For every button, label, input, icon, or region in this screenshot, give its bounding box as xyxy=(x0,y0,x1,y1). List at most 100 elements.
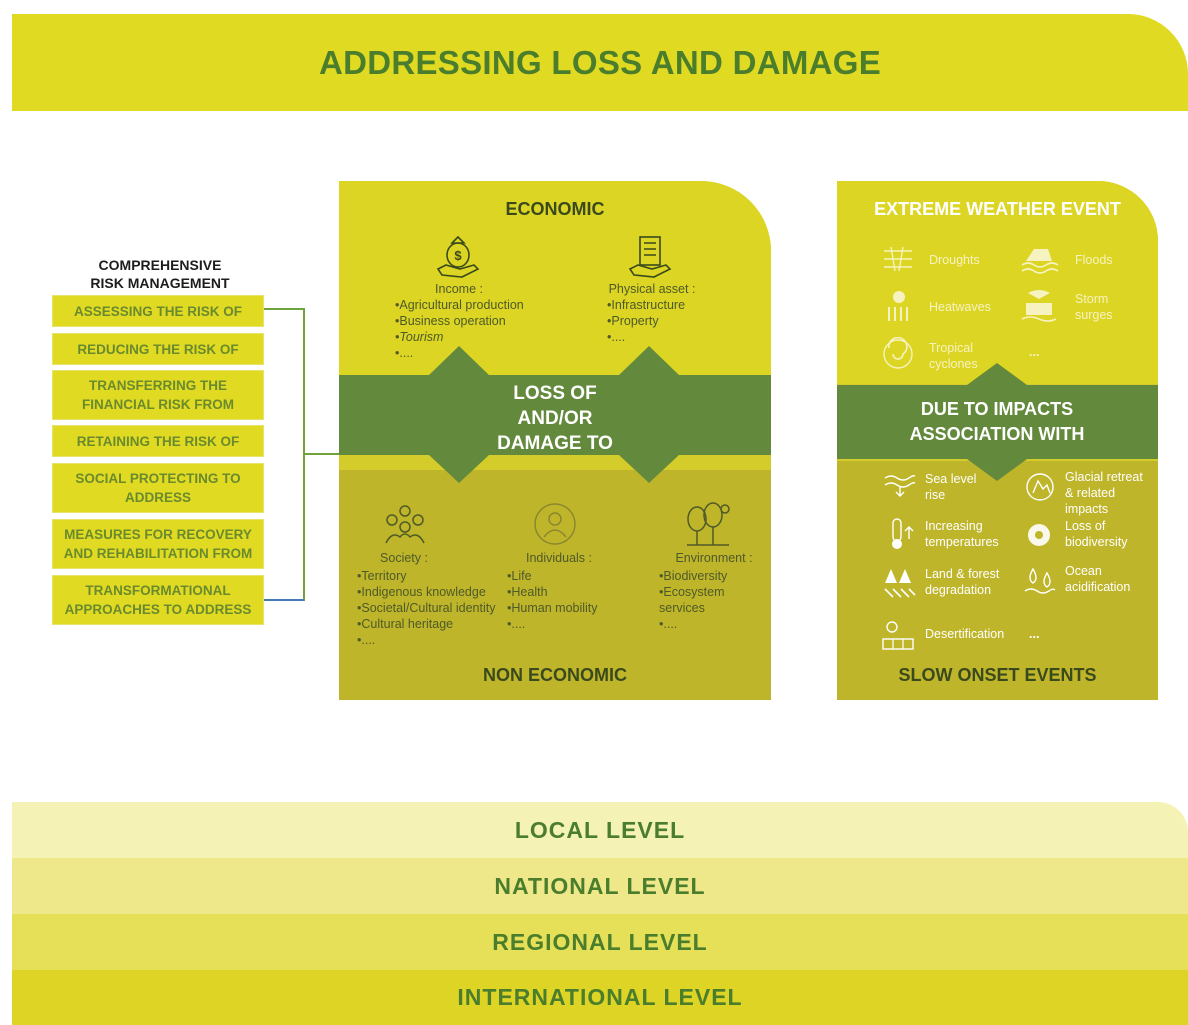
slow-sea-level-rise: Sea level rise xyxy=(925,472,977,502)
level-international: INTERNATIONAL LEVEL xyxy=(12,970,1188,1025)
environment-item: .... xyxy=(659,616,764,632)
event-floods: Floods xyxy=(1075,253,1113,267)
event-heatwaves: Heatwaves xyxy=(929,300,991,314)
crm-item-label: SOCIAL PROTECTING TO xyxy=(75,471,241,486)
income-label: Income : xyxy=(435,282,483,296)
people-group-icon xyxy=(385,505,425,544)
crm-item-label-2: FINANCIAL RISK FROM xyxy=(82,397,234,412)
loss-damage-panel: ECONOMIC $ Income : Agricultural product… xyxy=(339,181,771,700)
event-storm-surges: Storm surges xyxy=(1075,292,1113,322)
flower-icon xyxy=(1028,524,1050,546)
slow-loss-of-biodiversity: Loss of biodiversity xyxy=(1065,519,1128,549)
level-national-label: NATIONAL LEVEL xyxy=(494,872,706,899)
loss-band xyxy=(339,346,771,483)
income-item: Business operation xyxy=(395,313,565,329)
event-tropical-cyclones: Tropical cyclones xyxy=(929,341,978,371)
level-local-label: LOCAL LEVEL xyxy=(514,816,686,843)
slow-land-forest-degradation: Land & forest degradation xyxy=(925,567,1000,597)
society-item: .... xyxy=(357,632,497,648)
slow-desertification: Desertification xyxy=(925,627,1005,641)
extreme-weather-heading: EXTREME WEATHER EVENT xyxy=(874,199,1121,219)
building-hand-icon xyxy=(628,236,672,278)
impacts-band-line1: DUE TO IMPACTS xyxy=(920,399,1074,419)
storm-surge-icon xyxy=(1021,290,1057,322)
level-international-label: INTERNATIONAL LEVEL xyxy=(457,984,743,1010)
title-banner: ADDRESSING LOSS AND DAMAGE xyxy=(12,14,1188,111)
person-circle-icon xyxy=(534,503,576,545)
impacts-band-text: DUE TO IMPACTS ASSOCIATION WITH xyxy=(877,397,1117,447)
crm-bracket xyxy=(264,308,340,601)
desert-icon xyxy=(882,621,914,650)
physical-asset-label: Physical asset : xyxy=(608,282,696,296)
individuals-list: Life Health Human mobility .... xyxy=(507,568,627,632)
society-item: Indigenous knowledge xyxy=(357,584,497,600)
individuals-item: Health xyxy=(507,584,627,600)
crm-item-label: REDUCING THE RISK OF xyxy=(77,341,239,357)
economic-heading: ECONOMIC xyxy=(505,199,605,219)
crm-item-label: TRANSFERRING THE xyxy=(89,378,227,393)
income-item: Tourism xyxy=(395,329,565,345)
crm-item-transformational: TRANSFORMATIONAL APPROACHES TO ADDRESS xyxy=(52,575,264,625)
slow-increasing-temperatures: Increasing temperatures xyxy=(925,519,999,549)
thermometer-icon xyxy=(892,518,914,549)
income-item: .... xyxy=(395,345,565,361)
crm-item-label-2: AND REHABILITATION FROM xyxy=(63,546,253,561)
flood-icon xyxy=(1021,249,1059,274)
event-more: ... xyxy=(1029,345,1040,359)
loss-band-text: LOSS OF AND/OR DAMAGE TO xyxy=(455,381,655,456)
society-list: Territory Indigenous knowledge Societal/… xyxy=(357,568,497,648)
slow-ocean-acidification: Ocean acidification xyxy=(1065,564,1131,594)
slow-glacial-retreat: Glacial retreat & related impacts xyxy=(1065,470,1143,516)
society-item: Cultural heritage xyxy=(357,616,497,632)
environment-item: Biodiversity xyxy=(659,568,764,584)
non-economic-heading: NON ECONOMIC xyxy=(483,665,627,685)
loss-band-line2: AND/OR xyxy=(517,408,593,429)
physical-item: Property xyxy=(607,313,747,329)
crm-item-recovery: MEASURES FOR RECOVERY AND REHABILITATION… xyxy=(52,519,264,569)
crm-title-line2: RISK MANAGEMENT xyxy=(90,275,230,291)
crm-item-label: RETAINING THE RISK OF xyxy=(76,433,240,449)
crm-item-assessing: ASSESSING THE RISK OF xyxy=(52,295,264,327)
drought-icon xyxy=(884,246,912,272)
crm-item-label: TRANSFORMATIONAL xyxy=(85,583,231,598)
slow-onset-heading: SLOW ONSET EVENTS xyxy=(898,665,1097,685)
physical-item: .... xyxy=(607,329,747,345)
money-bag-hand-icon: $ xyxy=(436,235,480,278)
individuals-item: Human mobility xyxy=(507,600,627,616)
crm-title-line1: COMPREHENSIVE xyxy=(98,257,222,273)
extreme-weather-area xyxy=(837,181,1158,384)
crm-item-label: ASSESSING THE RISK OF xyxy=(73,303,243,319)
crm-item-label-2: ADDRESS xyxy=(124,490,191,505)
society-item: Societal/Cultural identity xyxy=(357,600,497,616)
physical-item: Infrastructure xyxy=(607,297,747,313)
cyclone-icon xyxy=(883,337,913,369)
level-regional: REGIONAL LEVEL xyxy=(12,914,1188,970)
individuals-item: Life xyxy=(507,568,627,584)
level-regional-label: REGIONAL LEVEL xyxy=(492,928,708,955)
environment-label: Environment : xyxy=(675,551,753,565)
individuals-item: .... xyxy=(507,616,627,632)
crm-title: COMPREHENSIVE RISK MANAGEMENT xyxy=(60,256,260,292)
income-list: Agricultural production Business operati… xyxy=(395,297,565,361)
crm-item-label-2: APPROACHES TO ADDRESS xyxy=(64,602,252,617)
slow-more: ... xyxy=(1029,627,1040,641)
environment-list: Biodiversity Ecosystem services .... xyxy=(659,568,764,632)
loss-band-line1: LOSS OF xyxy=(513,383,597,404)
impacts-band xyxy=(837,363,1158,481)
physical-asset-list: Infrastructure Property .... xyxy=(607,297,747,345)
impacts-band-line2: ASSOCIATION WITH xyxy=(909,424,1085,444)
crm-item-transferring: TRANSFERRING THE FINANCIAL RISK FROM xyxy=(52,370,264,420)
glacier-icon xyxy=(1026,473,1054,501)
event-droughts: Droughts xyxy=(929,253,980,267)
society-item: Territory xyxy=(357,568,497,584)
loss-band-line3: DAMAGE TO xyxy=(497,433,613,454)
crm-item-reducing: REDUCING THE RISK OF xyxy=(52,333,264,365)
forest-icon xyxy=(884,569,916,598)
crm-item-label: MEASURES FOR RECOVERY xyxy=(64,527,252,542)
society-label: Society : xyxy=(380,551,428,565)
heatwave-icon xyxy=(888,291,908,321)
page-title: ADDRESSING LOSS AND DAMAGE xyxy=(318,43,882,81)
svg-text:$: $ xyxy=(454,248,462,263)
trees-icon xyxy=(687,502,730,546)
level-national: NATIONAL LEVEL xyxy=(12,858,1188,914)
